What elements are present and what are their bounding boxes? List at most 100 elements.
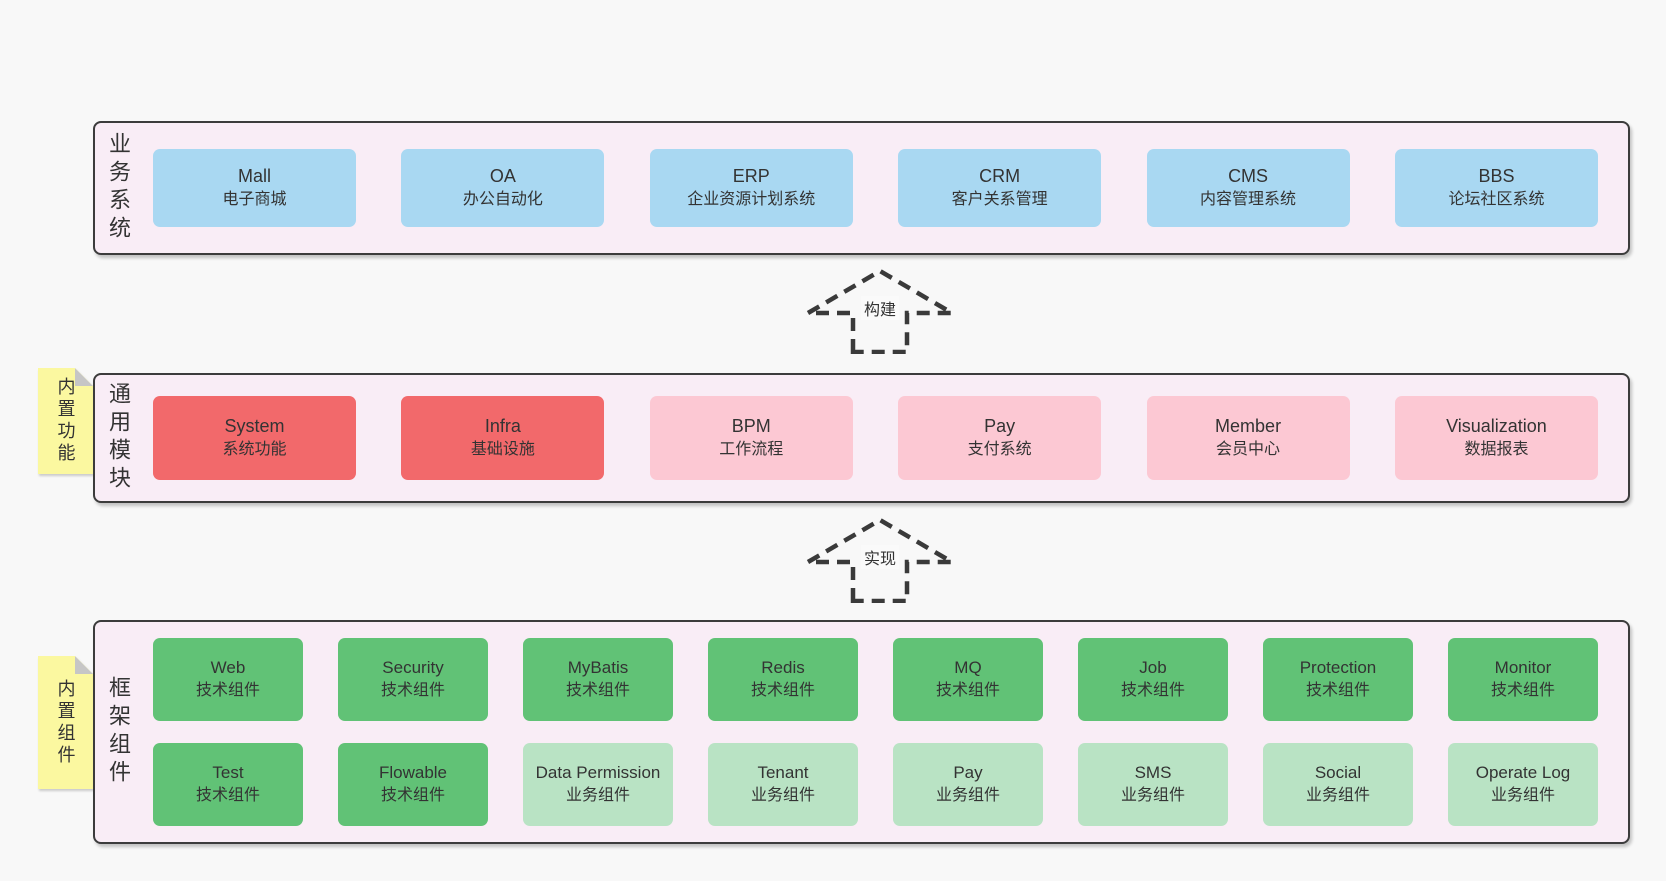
component-row-bottom: Test 技术组件 Flowable 技术组件 Data Permission … <box>153 743 1598 826</box>
panel-label-common-modules: 通用模块 <box>106 382 131 494</box>
panel-body: Web 技术组件 Security 技术组件 MyBatis 技术组件 Redi… <box>129 622 1628 842</box>
box-subtitle: 系统功能 <box>222 441 287 459</box>
box-title: MyBatis <box>567 658 629 678</box>
panel-framework-components: 框架组件 Web 技术组件 Security 技术组件 MyBatis 技术组件… <box>93 620 1630 844</box>
box-subtitle: 技术组件 <box>565 682 630 700</box>
box-title: Tenant <box>757 763 809 783</box>
box-sms: SMS 业务组件 <box>1078 743 1228 826</box>
arrow-build-label: 构建 <box>860 296 900 320</box>
box-mybatis: MyBatis 技术组件 <box>523 638 673 721</box>
box-subtitle: 客户关系管理 <box>951 191 1048 209</box>
box-subtitle: 技术组件 <box>1490 682 1555 700</box>
box-flowable: Flowable 技术组件 <box>338 743 488 826</box>
box-web: Web 技术组件 <box>153 638 303 721</box>
box-title: Social <box>1314 763 1362 783</box>
sticky-note: 内置组件 <box>38 656 93 789</box>
folded-corner-icon <box>75 656 93 674</box>
box-subtitle: 支付系统 <box>967 441 1032 459</box>
box-title: CRM <box>979 166 1021 187</box>
box-subtitle: 业务组件 <box>565 787 630 805</box>
box-title: Web <box>210 658 246 678</box>
panel-label-framework-components: 框架组件 <box>106 676 131 788</box>
box-tenant: Tenant 业务组件 <box>708 743 858 826</box>
box-subtitle: 电子商城 <box>222 191 287 209</box>
box-title: MQ <box>954 658 982 678</box>
box-system: System 系统功能 <box>153 396 356 480</box>
arrow-build: 构建 <box>805 268 955 354</box>
sticky-note: 内置功能 <box>38 368 93 474</box>
box-title: Mall <box>237 166 271 187</box>
box-pay-business: Pay 业务组件 <box>893 743 1043 826</box>
box-title: BPM <box>731 416 771 437</box>
box-crm: CRM 客户关系管理 <box>898 149 1102 227</box>
box-protection: Protection 技术组件 <box>1263 638 1413 721</box>
sticky-tag-built-in-components: 内置组件 <box>38 656 93 789</box>
box-erp: ERP 企业资源计划系统 <box>649 149 853 227</box>
box-subtitle: 业务组件 <box>1305 787 1370 805</box>
box-subtitle: 技术组件 <box>195 787 260 805</box>
box-title: OA <box>489 166 516 187</box>
box-infra: Infra 基础设施 <box>401 396 605 480</box>
box-pay: Pay 支付系统 <box>898 396 1102 480</box>
box-title: Operate Log <box>1475 763 1571 783</box>
box-security: Security 技术组件 <box>338 638 488 721</box>
box-title: CMS <box>1228 166 1269 187</box>
box-subtitle: 内容管理系统 <box>1200 191 1297 209</box>
box-subtitle: 技术组件 <box>750 682 815 700</box>
box-subtitle: 基础设施 <box>470 441 535 459</box>
box-oa: OA 办公自动化 <box>401 149 605 227</box>
sticky-tag-label: 内置功能 <box>55 377 76 465</box>
box-bbs: BBS 论坛社区系统 <box>1394 149 1598 227</box>
box-title: Member <box>1215 416 1282 437</box>
box-title: Security <box>382 658 444 678</box>
box-subtitle: 业务组件 <box>1490 787 1555 805</box>
box-subtitle: 数据报表 <box>1464 441 1529 459</box>
box-redis: Redis 技术组件 <box>708 638 858 721</box>
box-job: Job 技术组件 <box>1078 638 1228 721</box>
box-subtitle: 业务组件 <box>750 787 815 805</box>
box-subtitle: 技术组件 <box>1305 682 1370 700</box>
box-subtitle: 技术组件 <box>380 787 445 805</box>
box-data-permission: Data Permission 业务组件 <box>523 743 673 826</box>
box-title: Redis <box>761 658 805 678</box>
box-cms: CMS 内容管理系统 <box>1146 149 1350 227</box>
panel-business-systems: 业务系统 Mall 电子商城 OA 办公自动化 ERP 企业资源计划系统 CRM… <box>93 121 1630 255</box>
box-subtitle: 论坛社区系统 <box>1448 191 1545 209</box>
box-subtitle: 技术组件 <box>195 682 260 700</box>
box-subtitle: 技术组件 <box>380 682 445 700</box>
box-test: Test 技术组件 <box>153 743 303 826</box>
box-title: BBS <box>1478 166 1515 187</box>
panel-label-business-systems: 业务系统 <box>106 132 131 244</box>
box-subtitle: 会员中心 <box>1216 441 1281 459</box>
arrow-implement-label: 实现 <box>860 545 900 569</box>
up-arrow-icon <box>805 517 955 603</box>
box-bpm: BPM 工作流程 <box>649 396 853 480</box>
box-title: Pay <box>984 416 1016 437</box>
box-title: ERP <box>732 166 770 187</box>
box-subtitle: 技术组件 <box>1120 682 1185 700</box>
box-title: Pay <box>953 763 983 783</box>
box-title: Test <box>212 763 244 783</box>
box-title: Visualization <box>1446 416 1547 437</box>
box-title: Flowable <box>378 763 448 783</box>
box-mq: MQ 技术组件 <box>893 638 1043 721</box>
panel-body: System 系统功能 Infra 基础设施 BPM 工作流程 Pay 支付系统… <box>129 375 1628 501</box>
box-subtitle: 企业资源计划系统 <box>687 191 816 209</box>
up-arrow-icon <box>805 268 955 354</box>
box-social: Social 业务组件 <box>1263 743 1413 826</box>
box-visualization: Visualization 数据报表 <box>1394 396 1598 480</box>
panel-body: Mall 电子商城 OA 办公自动化 ERP 企业资源计划系统 CRM 客户关系… <box>129 123 1628 253</box>
box-title: Job <box>1139 658 1167 678</box>
box-subtitle: 工作流程 <box>719 441 784 459</box>
box-member: Member 会员中心 <box>1146 396 1350 480</box>
box-title: Protection <box>1299 658 1377 678</box>
sticky-tag-label: 内置组件 <box>55 678 76 767</box>
sticky-tag-built-in-features: 内置功能 <box>38 368 93 474</box>
box-subtitle: 办公自动化 <box>462 191 543 209</box>
arrow-implement: 实现 <box>805 517 955 603</box>
box-subtitle: 技术组件 <box>935 682 1000 700</box>
panel-common-modules: 通用模块 System 系统功能 Infra 基础设施 BPM 工作流程 Pay… <box>93 373 1630 503</box>
box-subtitle: 业务组件 <box>1120 787 1185 805</box>
box-title: SMS <box>1134 763 1172 783</box>
box-title: System <box>224 416 285 437</box>
